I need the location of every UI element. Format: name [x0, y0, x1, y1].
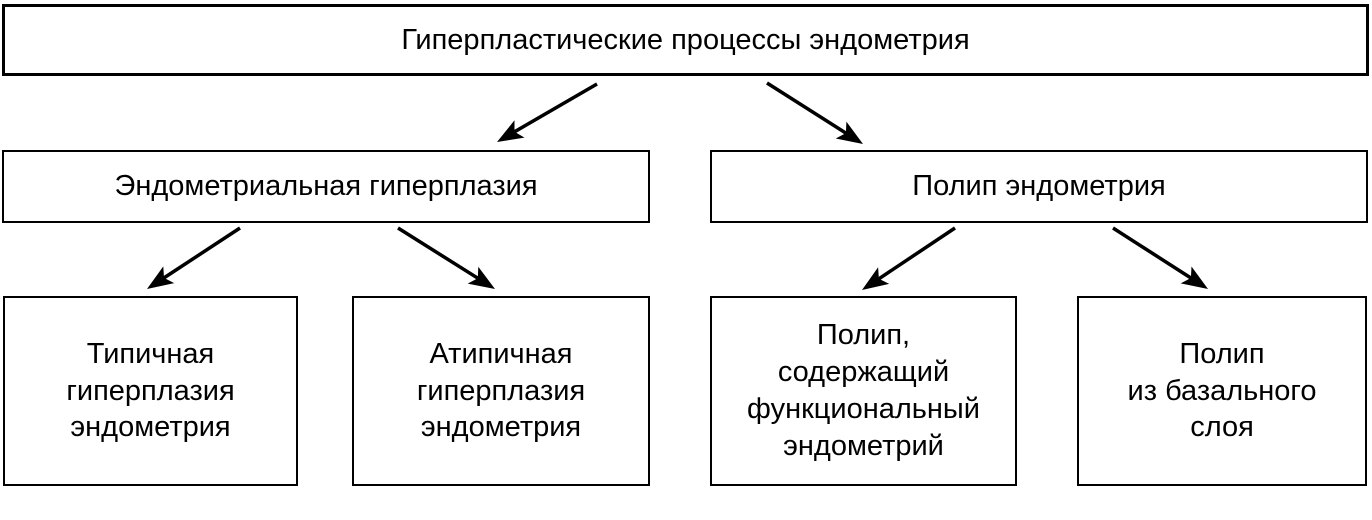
node-functional-endometrium-polyp: Полип, содержащий функциональный эндомет…: [710, 296, 1017, 486]
arrow-head-root-to-polyp: [835, 121, 863, 144]
node-basal-layer-polyp: Полип из базального слоя: [1077, 296, 1367, 486]
arrow-line-root-to-polyp: [766, 81, 847, 135]
node-typical-hyperplasia: Типичная гиперплазия эндометрия: [3, 296, 298, 486]
node-endometrial-polyp: Полип эндометрия: [710, 150, 1368, 223]
arrow-line-polyp-to-functional_polyp: [877, 226, 956, 281]
arrow-line-hyperplasia-to-atypical_hyperplasia: [397, 226, 479, 280]
arrow-head-root-to-hyperplasia: [497, 120, 525, 142]
arrow-head-polyp-to-functional_polyp: [862, 267, 890, 290]
arrow-head-polyp-to-basal_polyp: [1180, 266, 1208, 289]
arrow-line-hyperplasia-to-typical_hyperplasia: [163, 226, 241, 280]
arrow-head-hyperplasia-to-typical_hyperplasia: [147, 266, 175, 289]
arrow-head-hyperplasia-to-atypical_hyperplasia: [467, 266, 495, 289]
node-atypical-hyperplasia: Атипичная гиперплазия эндометрия: [352, 296, 650, 486]
node-endometrial-hyperplasia: Эндометриальная гиперплазия: [2, 150, 650, 223]
arrow-line-root-to-hyperplasia: [513, 82, 598, 134]
node-hyperplastic-processes: Гиперпластические процессы эндометрия: [2, 4, 1369, 76]
arrow-line-polyp-to-basal_polyp: [1112, 226, 1192, 280]
